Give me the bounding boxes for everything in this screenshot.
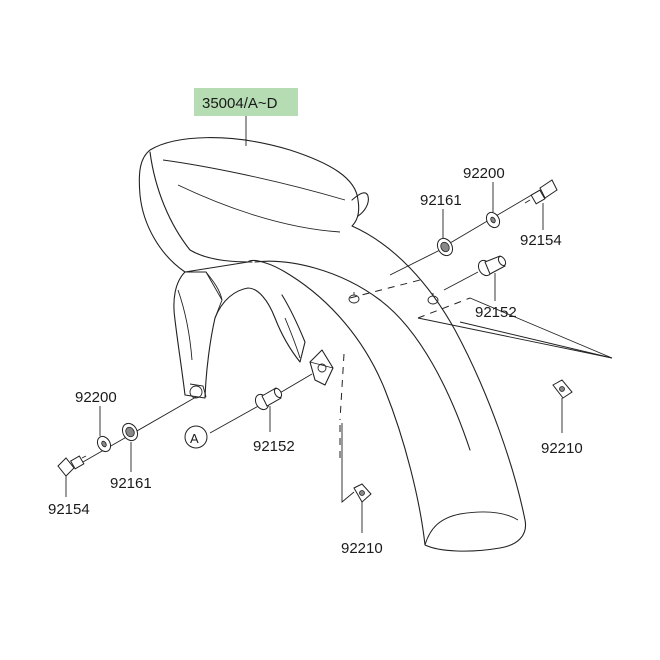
nut-bottom bbox=[353, 483, 372, 503]
label-collar-right: 92152 bbox=[475, 304, 517, 321]
center-collar-axis bbox=[209, 403, 263, 434]
label-collar-left: 92152 bbox=[253, 438, 295, 455]
hidden-edge-upper bbox=[349, 279, 421, 299]
collar-right-axis bbox=[443, 271, 479, 291]
label-screw-left: 92154 bbox=[48, 501, 90, 518]
label-grommet-left: 92161 bbox=[110, 475, 152, 492]
label-grommet-right: 92161 bbox=[420, 192, 462, 209]
bottom-nut-guide bbox=[341, 423, 355, 503]
reference-marker-label: A bbox=[190, 431, 199, 446]
center-mount-plate bbox=[309, 349, 334, 386]
fender-mount-hole-left bbox=[189, 385, 203, 399]
label-nut-right: 92210 bbox=[541, 440, 583, 457]
grommet-left bbox=[121, 422, 139, 442]
hidden-edge-vertical bbox=[339, 353, 345, 421]
nut-right bbox=[552, 379, 573, 399]
label-washer-left: 92200 bbox=[75, 389, 117, 406]
front-fender bbox=[138, 137, 527, 552]
hidden-edge-right bbox=[417, 297, 471, 319]
fender-part-number: 35004/A~D bbox=[202, 95, 278, 112]
screw-right bbox=[524, 179, 558, 205]
reference-marker-a: A bbox=[184, 425, 208, 449]
grommet-right bbox=[436, 237, 454, 257]
right-hardware-axis-2 bbox=[389, 249, 441, 276]
label-nut-bottom: 92210 bbox=[341, 540, 383, 557]
label-screw-right: 92154 bbox=[520, 232, 562, 249]
fender-callout-highlight bbox=[194, 88, 298, 116]
screw-left bbox=[57, 455, 87, 477]
label-washer-right: 92200 bbox=[463, 165, 505, 182]
fender-hole-right bbox=[427, 293, 439, 305]
collar-left bbox=[254, 387, 283, 411]
fender-hole-upper bbox=[348, 292, 360, 304]
collar-right bbox=[477, 255, 507, 277]
left-hardware-axis bbox=[82, 396, 197, 463]
